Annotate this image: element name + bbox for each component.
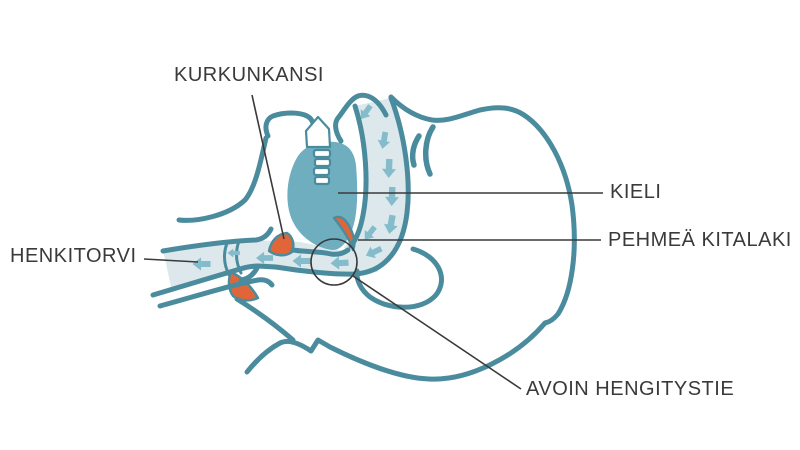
leader-line-open-airway	[352, 275, 522, 390]
tracheal-ring-line-2	[235, 239, 243, 275]
throat-floor-edge	[290, 247, 351, 257]
epiglottis-shape	[267, 231, 295, 257]
airflow-arrow-icon	[227, 248, 240, 258]
trachea-top-edge	[160, 226, 274, 254]
airflow-arrows	[192, 104, 399, 271]
airflow-arrow-icon	[192, 257, 211, 271]
label-windpipe: HENKITORVI	[10, 245, 137, 267]
airflow-arrow-icon	[383, 214, 398, 234]
airflow-arrow-icon	[360, 104, 373, 119]
airflow-arrow-icon	[381, 158, 396, 178]
airflow-arrow-icon	[384, 186, 399, 206]
airflow-arrow-icon	[292, 254, 311, 268]
neck-front-line	[234, 296, 296, 343]
esophagus-line	[157, 277, 275, 309]
pharynx-back-edge	[255, 95, 411, 277]
trachea-bottom-edge	[150, 263, 261, 298]
label-open-airway: AVOIN HENGITYSTIE	[526, 378, 735, 400]
tracheal-ring-line-1	[223, 241, 231, 277]
label-soft-palate: PEHMEÄ KITALAKI	[608, 229, 792, 251]
airflow-arrow-icon	[365, 245, 383, 259]
pharynx-front-edge	[348, 103, 369, 249]
upper-lip-nose-outline	[333, 92, 389, 144]
head-outline	[244, 94, 577, 382]
jaw-curve	[354, 246, 444, 310]
airflow-arrow-icon	[377, 131, 391, 149]
label-tongue: KIELI	[610, 181, 662, 203]
airflow-arrow-icon	[256, 251, 274, 265]
eye-icon	[409, 133, 422, 168]
chin-outline	[176, 135, 269, 223]
highlight-circle	[310, 238, 358, 286]
teeth	[304, 115, 332, 186]
eyebrow-arc-icon	[423, 124, 436, 177]
label-epiglottis: KURKUNKANSI	[174, 64, 324, 86]
leader-line-windpipe	[143, 258, 199, 263]
leader-line-epiglottis	[251, 94, 285, 240]
airflow-arrow-icon	[364, 225, 377, 240]
airflow-arrow-icon	[330, 256, 349, 270]
